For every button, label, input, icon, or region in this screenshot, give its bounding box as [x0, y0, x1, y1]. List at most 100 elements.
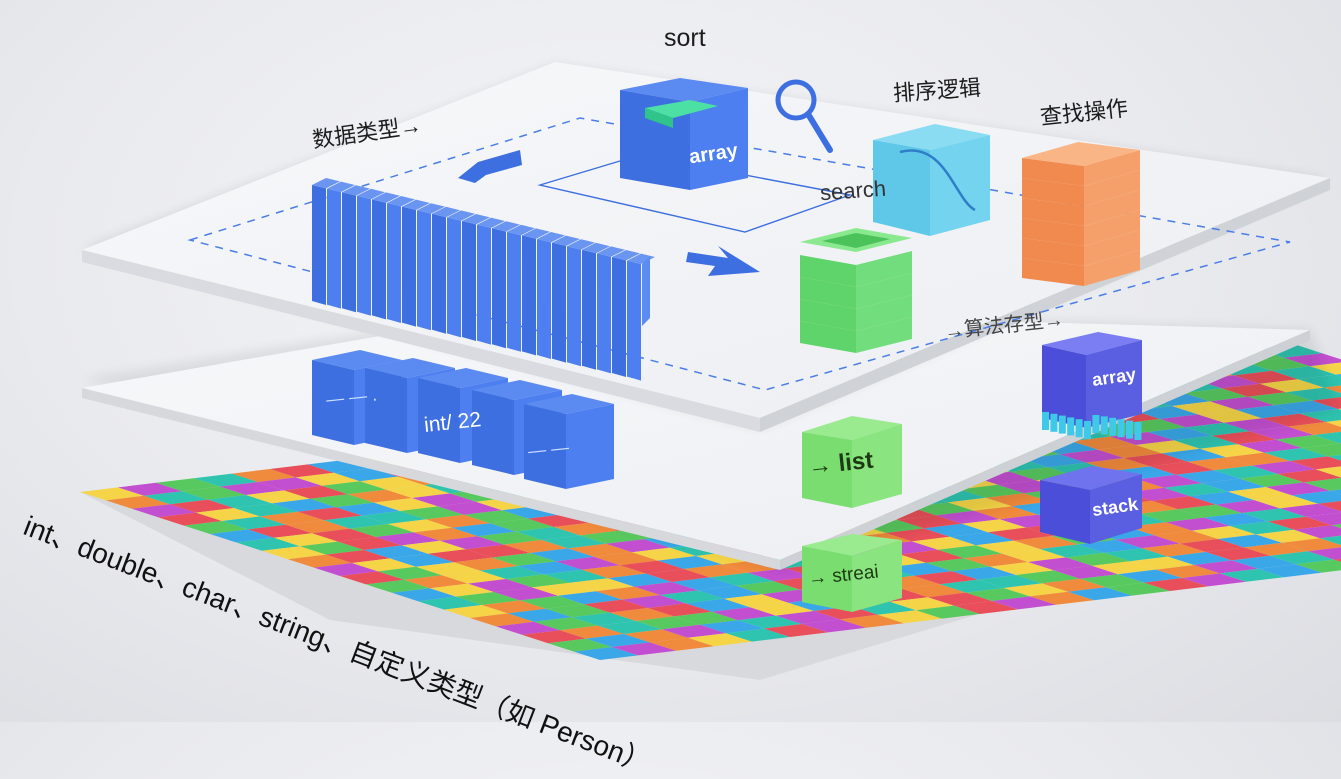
floor-tile [1288, 422, 1341, 435]
floor-tile [888, 562, 952, 576]
ridge-slat-top [312, 178, 340, 189]
floor-tile [286, 520, 350, 534]
type-block-side [566, 404, 614, 489]
dashed-boundary [187, 117, 1291, 391]
type-block-top [524, 394, 614, 414]
floor-tile [814, 606, 878, 620]
floor-tile [262, 546, 326, 560]
floor-tile [556, 556, 620, 570]
floor-tile [374, 498, 438, 511]
floor-tile [378, 566, 442, 580]
floor-tile [990, 562, 1054, 575]
floor-tile [402, 540, 466, 554]
floor-tile [444, 605, 508, 618]
floor-tile [336, 502, 400, 516]
floor-tile [1320, 535, 1341, 545]
floor-tile [184, 521, 248, 534]
floor-tile [1308, 547, 1341, 560]
floor-tile [1150, 461, 1214, 475]
floor-tile [1054, 565, 1118, 579]
floor-tile [558, 591, 622, 605]
floor-tile [608, 573, 672, 587]
floor-tile [1030, 591, 1094, 605]
ridge-slat [537, 239, 551, 359]
blue-type-blocks [312, 350, 614, 489]
floor-tile [324, 515, 388, 529]
sort-logic-cube [873, 124, 990, 236]
cyan-tooth [1134, 422, 1142, 440]
floor-tile [440, 536, 504, 550]
floor-tile [364, 545, 428, 559]
floor-tile [964, 553, 1028, 567]
floor-tile [546, 604, 610, 618]
array-block-right [1042, 332, 1142, 440]
floor-tile [400, 506, 464, 520]
floor-tile [1106, 582, 1170, 596]
floor-tile [210, 529, 274, 543]
floor-tile [900, 549, 964, 563]
floor-tile [660, 590, 724, 604]
floor-tile [560, 625, 624, 639]
ridge-slat [582, 249, 596, 370]
floor-tile [418, 596, 482, 610]
floor-tile [430, 583, 494, 597]
floor-tile [170, 499, 234, 513]
floor-tile [1168, 552, 1232, 565]
floor-tile [220, 482, 284, 495]
floor-tile [1166, 517, 1230, 531]
floor-tile [426, 514, 490, 528]
floor-tile [1118, 569, 1182, 583]
floor-tile [1242, 508, 1306, 522]
floor-tile [1230, 521, 1294, 535]
floor-tile [1296, 559, 1341, 573]
ridge-slat [447, 217, 461, 338]
ridge-slat [372, 199, 386, 320]
floor-tile [568, 543, 632, 557]
ridge-slat [342, 192, 356, 313]
orange-slab-front [1022, 218, 1084, 246]
floor-tile [954, 601, 1018, 614]
floor-tile [442, 570, 506, 584]
floor-tile [1004, 583, 1068, 597]
orange-slab-top [1022, 142, 1140, 166]
floor-tile [348, 489, 412, 503]
floor-tile [598, 621, 662, 634]
floor-tile [1316, 466, 1341, 478]
floor-tile [926, 558, 990, 572]
floor-tile [1188, 457, 1252, 471]
ridge-slat [597, 253, 611, 374]
floor-tile [890, 597, 954, 611]
cyan-tooth [1126, 420, 1133, 439]
floor-tile [310, 494, 374, 508]
cyan-tooth [1058, 415, 1066, 434]
floor-tile [1156, 565, 1220, 578]
type-block-front [472, 390, 514, 475]
floor-tile [288, 554, 352, 568]
floor-tile [1192, 526, 1256, 539]
floor-tile [1130, 556, 1194, 570]
floor-tile [1204, 513, 1268, 526]
floor-tile [1180, 539, 1244, 552]
list-cube [802, 416, 902, 508]
ridge-slat-top [462, 214, 490, 225]
floor-tile [506, 574, 570, 588]
ridge-slat-top [402, 199, 430, 210]
floor-tile [392, 588, 456, 602]
floor-tile [606, 539, 670, 553]
floor-tile [914, 571, 978, 585]
floor-tile [246, 490, 310, 504]
floor-tile [428, 549, 492, 563]
floor-tile [1214, 465, 1278, 479]
floor-tile [684, 564, 748, 578]
floor-tile [1206, 547, 1270, 561]
ridge-slat-top [552, 235, 580, 246]
floor-tile [586, 634, 650, 647]
array-box-top [620, 78, 748, 190]
floor-tile [1238, 439, 1302, 453]
green-slab-front [800, 321, 856, 353]
ridge-slat [522, 235, 536, 356]
floor-tile [1294, 525, 1341, 539]
floor-tile [672, 577, 736, 591]
green-slab-side [856, 295, 912, 331]
floor-tile [534, 617, 598, 631]
